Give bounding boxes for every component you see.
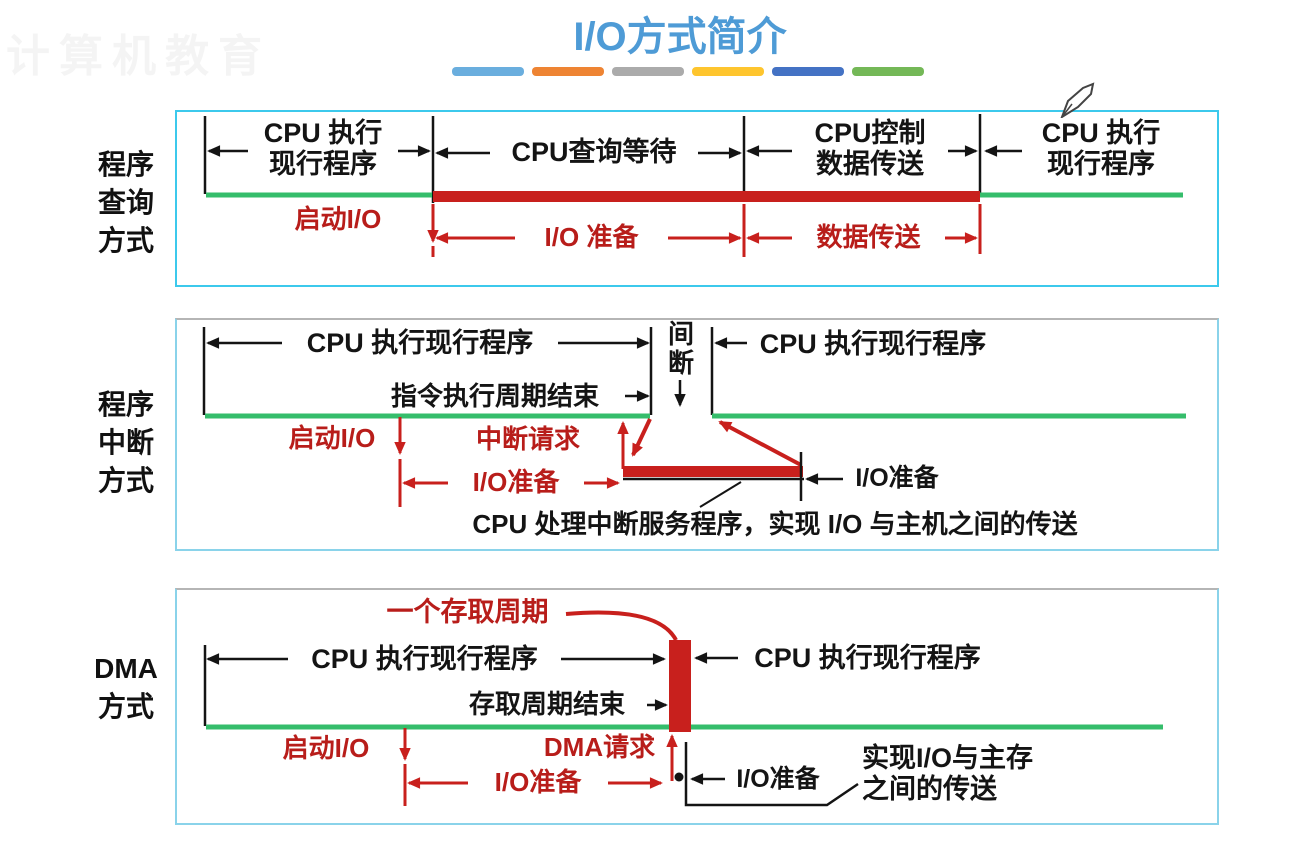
dma-access-cycle-label: 一个存取周期 [386,597,549,627]
interrupt-request-label: 中断请求 [475,424,580,454]
panel-dma [175,588,1219,825]
dma-cpu-run-left-label: CPU 执行现行程序 [288,644,561,676]
side-label-polling: 程序 查询 方式 [97,149,154,256]
polling-seg-ctrl-transfer: CPU控制 数据传送 [792,118,948,181]
polling-seg-cpu-run-left: CPU 执行 现行程序 [248,118,398,181]
polling-seg-poll-wait: CPU查询等待 [490,137,698,169]
interrupt-cpu-run-left-label: CPU 执行现行程序 [282,328,558,360]
accent-bar [452,67,524,76]
accent-bar [692,67,764,76]
dma-io-prepare-red-label: I/O准备 [468,767,608,798]
interrupt-io-prepare-red-label: I/O准备 [448,467,584,498]
side-label-interrupt: 程序 中断 方式 [97,389,154,496]
dma-request-label: DMA请求 [543,732,656,762]
polling-data-transfer-label: 数据传送 [792,222,945,253]
polling-io-prepare-label: I/O 准备 [515,222,668,253]
interrupt-io-prepare-black-label: I/O准备 [855,464,939,492]
polling-seg-cpu-run-right: CPU 执行 现行程序 [1022,118,1180,181]
interrupt-start-io-label: 启动I/O [288,423,376,453]
dma-cpu-run-right-label: CPU 执行现行程序 [754,643,981,673]
dma-access-cycle-end-label: 存取周期结束 [447,689,647,720]
page-title: I/O方式简介 [573,15,787,59]
panel-polling [175,110,1219,287]
watermark: 计算机教育 [6,32,271,81]
interrupt-instr-cycle-end-label: 指令执行周期结束 [365,381,625,412]
dma-io-prepare-black-label: I/O准备 [736,765,820,793]
panel-interrupt [175,318,1219,551]
interrupt-gap-label: 间 断 [667,319,694,378]
title-accent-bars [452,67,932,77]
accent-bar [532,67,604,76]
polling-start-io-label: 启动I/O [294,204,382,234]
interrupt-bottom-note: CPU 处理中断服务程序，实现 I/O 与主机之间的传送 [472,509,1078,539]
accent-bar [772,67,844,76]
side-label-dma: DMA 方式 [94,653,158,722]
accent-bar [852,67,924,76]
dma-note: 实现I/O与主存 之间的传送 [862,743,1034,805]
accent-bar [612,67,684,76]
interrupt-cpu-run-right-label: CPU 执行现行程序 [759,329,987,359]
dma-start-io-label: 启动I/O [282,733,370,763]
